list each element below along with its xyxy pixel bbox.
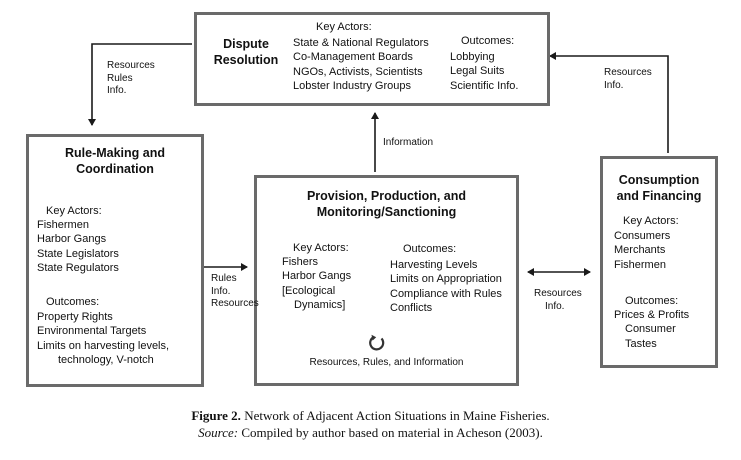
rule-making-title: Rule-Making and Coordination [64,146,165,176]
list-item: Tastes [625,337,657,350]
arrow-dispute-to-rulemaking [88,43,192,126]
list-item: Fishermen [614,258,666,271]
figure-caption: Figure 2. Network of Adjacent Action Sit… [0,407,741,424]
list-item: Fishermen [37,219,89,231]
label-provision-to-dispute: Information [383,137,434,148]
list-item: Consumer [625,323,676,336]
dispute-title: Dispute Resolution [213,37,279,67]
list-item: Compliance with Rules [390,287,502,300]
list-item: Harbor Gangs [282,270,352,283]
list-item: Legal Suits [450,65,505,78]
provision-actors-list: Fishers Harbor Gangs [Ecological Dynamic… [282,255,351,313]
list-item: Limits on harvesting levels, [37,339,170,352]
list-item: Prices & Profits [614,309,690,321]
source-text: Compiled by author based on material in … [241,425,543,440]
list-item: Consumers [614,230,671,242]
rule-making-box: Rule-Making and Coordination Key Actors:… [26,134,204,387]
list-item: Limits on Appropriation [390,273,502,286]
list-item: Fishers [282,256,319,268]
list-item: Environmental Targets [37,325,147,338]
list-item: Dynamics] [294,299,346,312]
rule-making-actors-list: Fishermen Harbor Gangs State Legislators… [37,218,119,276]
list-item: Lobbying [450,51,495,63]
consumption-outcomes-list: Prices & Profits Consumer Tastes [614,308,689,351]
consumption-box: Consumption and Financing Key Actors: Co… [600,156,718,368]
consumption-actors-list: Consumers Merchants Fishermen [614,229,670,272]
list-item: Conflicts [390,302,433,315]
list-item: Scientific Info. [450,79,519,92]
source-caption: Source: Compiled by author based on mate… [0,424,741,441]
list-item: State & National Regulators [293,37,429,49]
list-item: technology, V-notch [58,354,154,367]
list-item: State Legislators [37,247,119,260]
list-item: Lobster Industry Groups [293,80,412,93]
rule-making-outcomes-heading: Outcomes: [46,296,100,308]
rule-making-actors-heading: Key Actors: [46,205,102,217]
list-item: Co-Management Boards [293,51,413,64]
list-item: [Ecological [282,284,336,297]
provision-outcomes-list: Harvesting Levels Limits on Appropriatio… [390,258,502,316]
dispute-resolution-box: Dispute Resolution Key Actors: State & N… [194,12,550,106]
cycle-icon [369,334,385,351]
list-item: Property Rights [37,311,113,323]
label-dispute-to-rulemaking: Resources Rules Info. [107,60,155,96]
provision-outcomes-heading: Outcomes: [403,243,457,255]
list-item: Merchants [614,244,666,257]
arrow-consumption-to-dispute [549,52,669,153]
consumption-title: Consumption and Financing [616,173,702,203]
list-item: State Regulators [37,262,119,275]
rule-making-outcomes-list: Property Rights Environmental Targets Li… [37,310,169,368]
source-label: Source: [198,425,239,440]
dispute-actors-heading: Key Actors: [316,21,372,33]
dispute-outcomes-heading: Outcomes: [461,35,515,47]
figure-text: Network of Adjacent Action Situations in… [244,408,550,423]
list-item: Harvesting Levels [390,259,478,271]
consumption-actors-heading: Key Actors: [623,215,679,227]
figure-label: Figure 2. [191,408,241,423]
label-rulemaking-to-provision: Rules Info. Resources [211,273,259,309]
list-item: Harbor Gangs [37,233,107,246]
list-item: NGOs, Activists, Scientists [293,65,423,78]
consumption-outcomes-heading: Outcomes: [625,295,679,307]
label-consumption-to-dispute: Resources Info. [604,67,652,91]
label-provision-consumption: Resources Info. [534,288,582,312]
dispute-actors-list: State & National Regulators Co-Managemen… [293,36,429,94]
provision-title: Provision, Production, and Monitoring/Sa… [306,189,467,219]
provision-actors-heading: Key Actors: [293,242,349,254]
provision-box: Provision, Production, and Monitoring/Sa… [254,175,519,386]
dispute-outcomes-list: Lobbying Legal Suits Scientific Info. [450,50,518,93]
provision-footer: Resources, Rules, and Information [309,357,464,368]
